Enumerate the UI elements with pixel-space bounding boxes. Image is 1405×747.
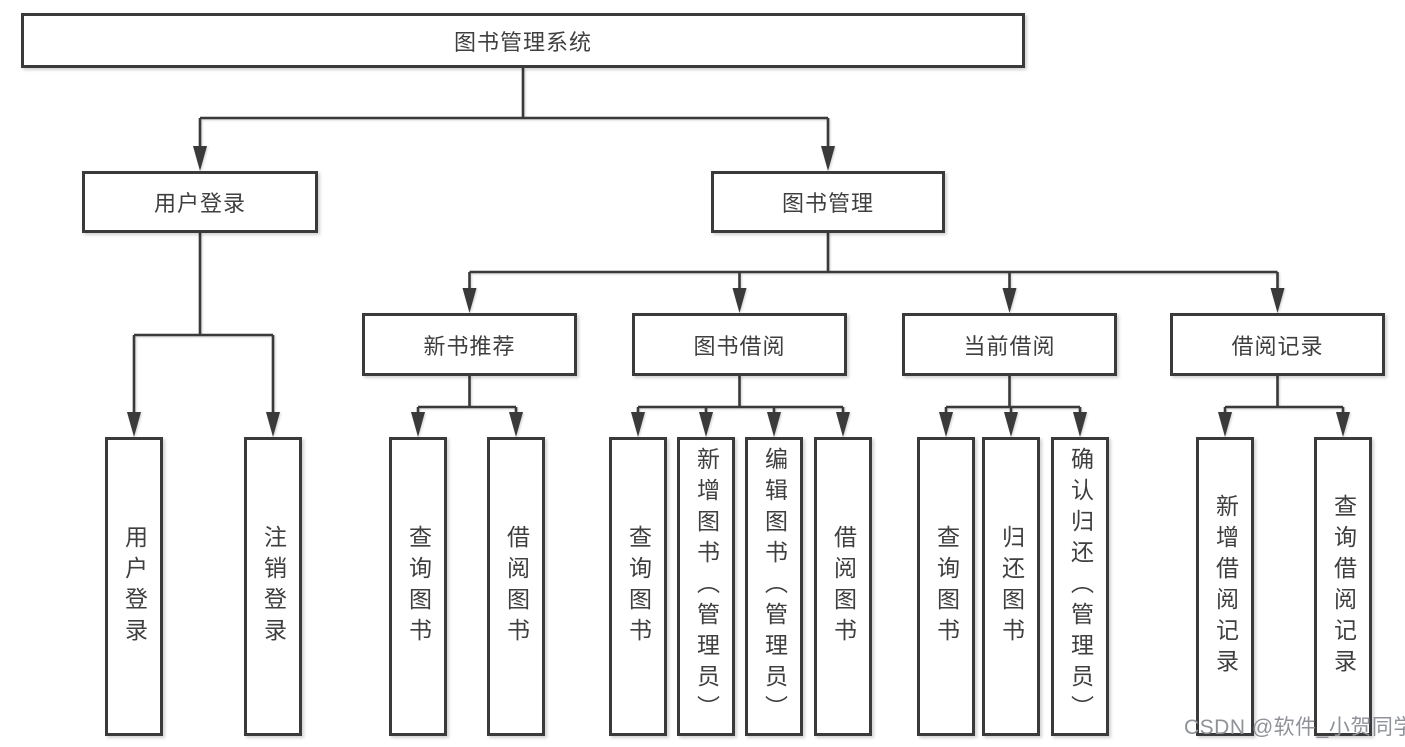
leaf-add-borrow-record: 新增借阅记录 [1196, 437, 1254, 736]
node-new-book-recommend: 新书推荐 [362, 313, 577, 376]
node-library-management-system: 图书管理系统 [21, 13, 1025, 68]
node-book-management: 图书管理 [711, 171, 945, 233]
node-label: 用户登录 [153, 191, 246, 216]
leaf-query-books-current: 查询图书 [917, 437, 975, 736]
node-label: 查询图书 [405, 524, 432, 649]
node-label: 注销登录 [260, 524, 287, 649]
leaf-query-books-borrow: 查询图书 [609, 437, 667, 736]
leaf-edit-books-admin: 编辑图书（管理员） [745, 437, 803, 736]
leaf-query-borrow-record: 查询借阅记录 [1314, 437, 1372, 736]
node-book-borrowing: 图书借阅 [632, 313, 847, 376]
leaf-borrow-books: 借阅图书 [814, 437, 872, 736]
node-label: 图书管理 [781, 191, 874, 216]
node-current-borrowing: 当前借阅 [902, 313, 1117, 376]
leaf-logout: 注销登录 [244, 437, 302, 736]
node-label: 编辑图书（管理员） [761, 447, 788, 726]
node-borrowing-records: 借阅记录 [1170, 313, 1385, 376]
node-label: 图书借阅 [693, 333, 786, 359]
node-label: 新增图书（管理员） [693, 447, 720, 726]
leaf-return-books: 归还图书 [982, 437, 1040, 736]
node-label: 新书推荐 [423, 333, 516, 359]
leaf-borrow-books-recommend: 借阅图书 [487, 437, 545, 736]
csdn-watermark: CSDN @软件_小贺同学 [1184, 716, 1405, 739]
node-label: 借阅记录 [1231, 333, 1324, 359]
leaf-add-books-admin: 新增图书（管理员） [677, 437, 735, 736]
node-label: 新增借阅记录 [1212, 493, 1239, 680]
node-user-login: 用户登录 [82, 171, 318, 233]
node-label: 确认归还（管理员） [1067, 447, 1094, 726]
node-label: 借阅图书 [503, 524, 530, 649]
node-label: 借阅图书 [830, 524, 857, 649]
node-label: 查询图书 [625, 524, 652, 649]
leaf-confirm-return-admin: 确认归还（管理员） [1051, 437, 1109, 736]
leaf-query-books-recommend: 查询图书 [389, 437, 447, 736]
node-label: 查询图书 [933, 524, 960, 649]
node-label: 查询借阅记录 [1330, 493, 1357, 680]
node-label: 当前借阅 [963, 333, 1056, 359]
leaf-user-login: 用户登录 [105, 437, 163, 736]
node-label: 图书管理系统 [453, 29, 592, 55]
node-label: 归还图书 [998, 524, 1025, 649]
node-label: 用户登录 [121, 524, 148, 649]
